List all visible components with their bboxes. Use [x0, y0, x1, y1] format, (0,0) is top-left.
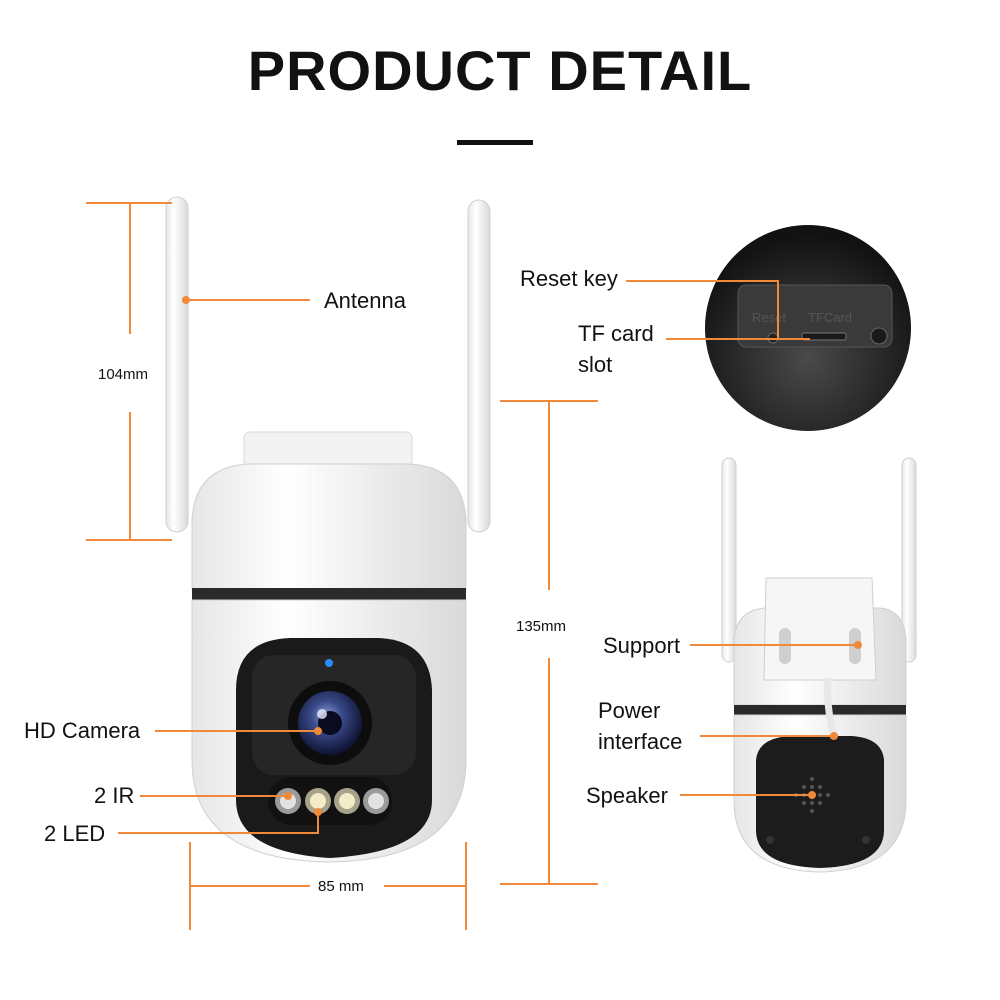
ir-light — [275, 788, 301, 814]
body-height-dimension: 135mm — [516, 618, 567, 635]
power-label-line1: Power — [598, 698, 661, 723]
closeup-circle: Reset TFCard — [705, 225, 911, 431]
main-camera — [165, 196, 491, 863]
callout-lines — [118, 280, 862, 834]
width-dimension: 85 mm — [318, 878, 364, 895]
ir-label: 2 IR — [94, 783, 135, 808]
page-title: PRODUCT DETAIL — [247, 39, 753, 102]
antenna-label: Antenna — [324, 288, 406, 313]
speaker-label: Speaker — [586, 783, 668, 808]
led-label: 2 LED — [44, 821, 106, 846]
hd-camera-label: HD Camera — [24, 718, 141, 743]
closeup-reset-text: Reset — [752, 310, 786, 325]
ir-light — [363, 788, 389, 814]
tf-card-label-line2: slot — [578, 352, 613, 377]
left-antenna — [165, 196, 189, 533]
tf-slot — [801, 332, 847, 341]
right-antenna — [467, 199, 491, 533]
power-label-line2: interface — [598, 729, 683, 754]
tf-card-label-line1: TF card — [578, 321, 654, 346]
led-light — [305, 788, 331, 814]
back-camera — [721, 457, 917, 873]
dimension-lines — [86, 202, 598, 930]
closeup-tfcard-text: TFCard — [808, 310, 852, 325]
support-label: Support — [603, 633, 681, 658]
led-light — [334, 788, 360, 814]
title-underline — [457, 140, 533, 145]
antenna-height-dimension: 104mm — [98, 366, 149, 383]
reset-key-label: Reset key — [520, 266, 618, 291]
